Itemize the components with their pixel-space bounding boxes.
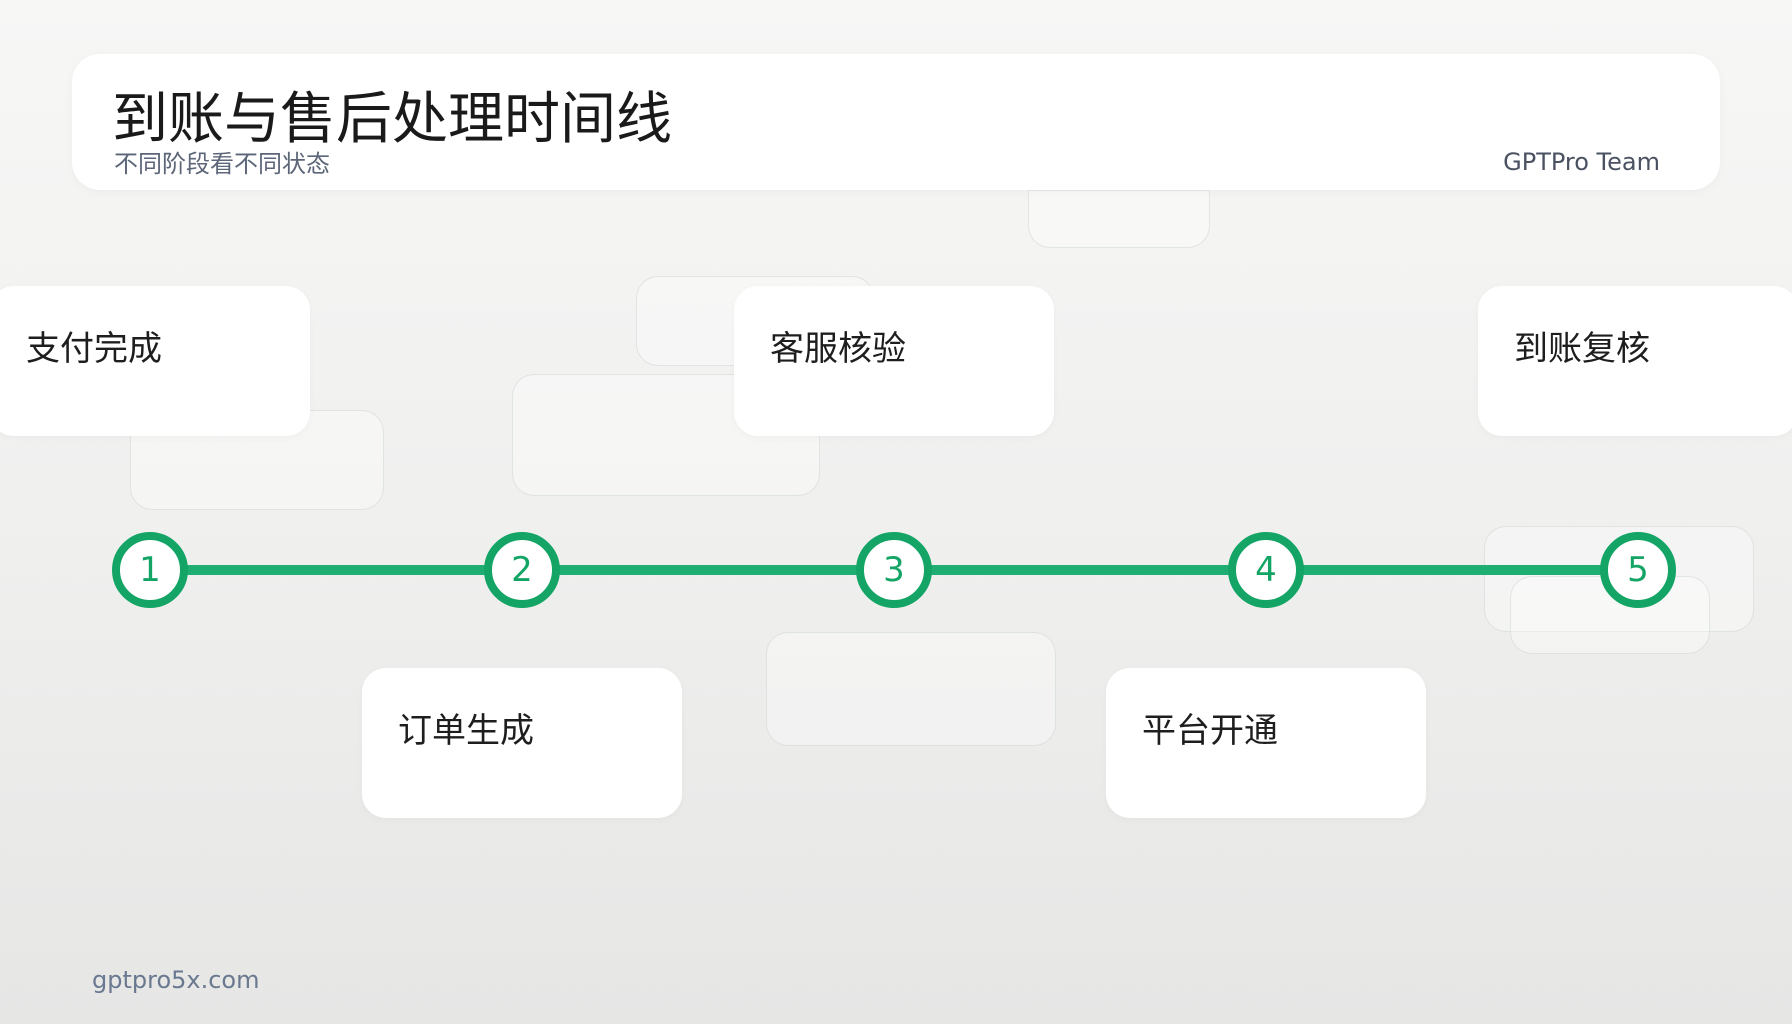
team-label: GPTPro Team [1503,148,1660,176]
footer-site-link[interactable]: gptpro5x.com [92,966,260,994]
page-title: 到账与售后处理时间线 [112,87,672,152]
step-node-4: 4 [1228,532,1304,608]
step-node-5: 5 [1600,532,1676,608]
header-card: 到账与售后处理时间线 不同阶段看不同状态 GPTPro Team [72,54,1720,190]
step-label: 客服核验 [770,329,906,369]
step-label: 到账复核 [1514,329,1650,369]
decor-panel [766,632,1056,746]
step-label: 平台开通 [1142,711,1278,751]
page-subtitle: 不同阶段看不同状态 [114,150,330,178]
step-card-4: 平台开通 [1106,668,1426,818]
decor-panel [1028,190,1210,248]
step-label: 支付完成 [26,329,162,369]
step-card-3: 客服核验 [734,286,1054,436]
step-node-2: 2 [484,532,560,608]
step-node-1: 1 [112,532,188,608]
step-node-3: 3 [856,532,932,608]
step-label: 订单生成 [398,711,534,751]
step-card-1: 支付完成 [0,286,310,436]
step-card-2: 订单生成 [362,668,682,818]
step-card-5: 到账复核 [1478,286,1792,436]
